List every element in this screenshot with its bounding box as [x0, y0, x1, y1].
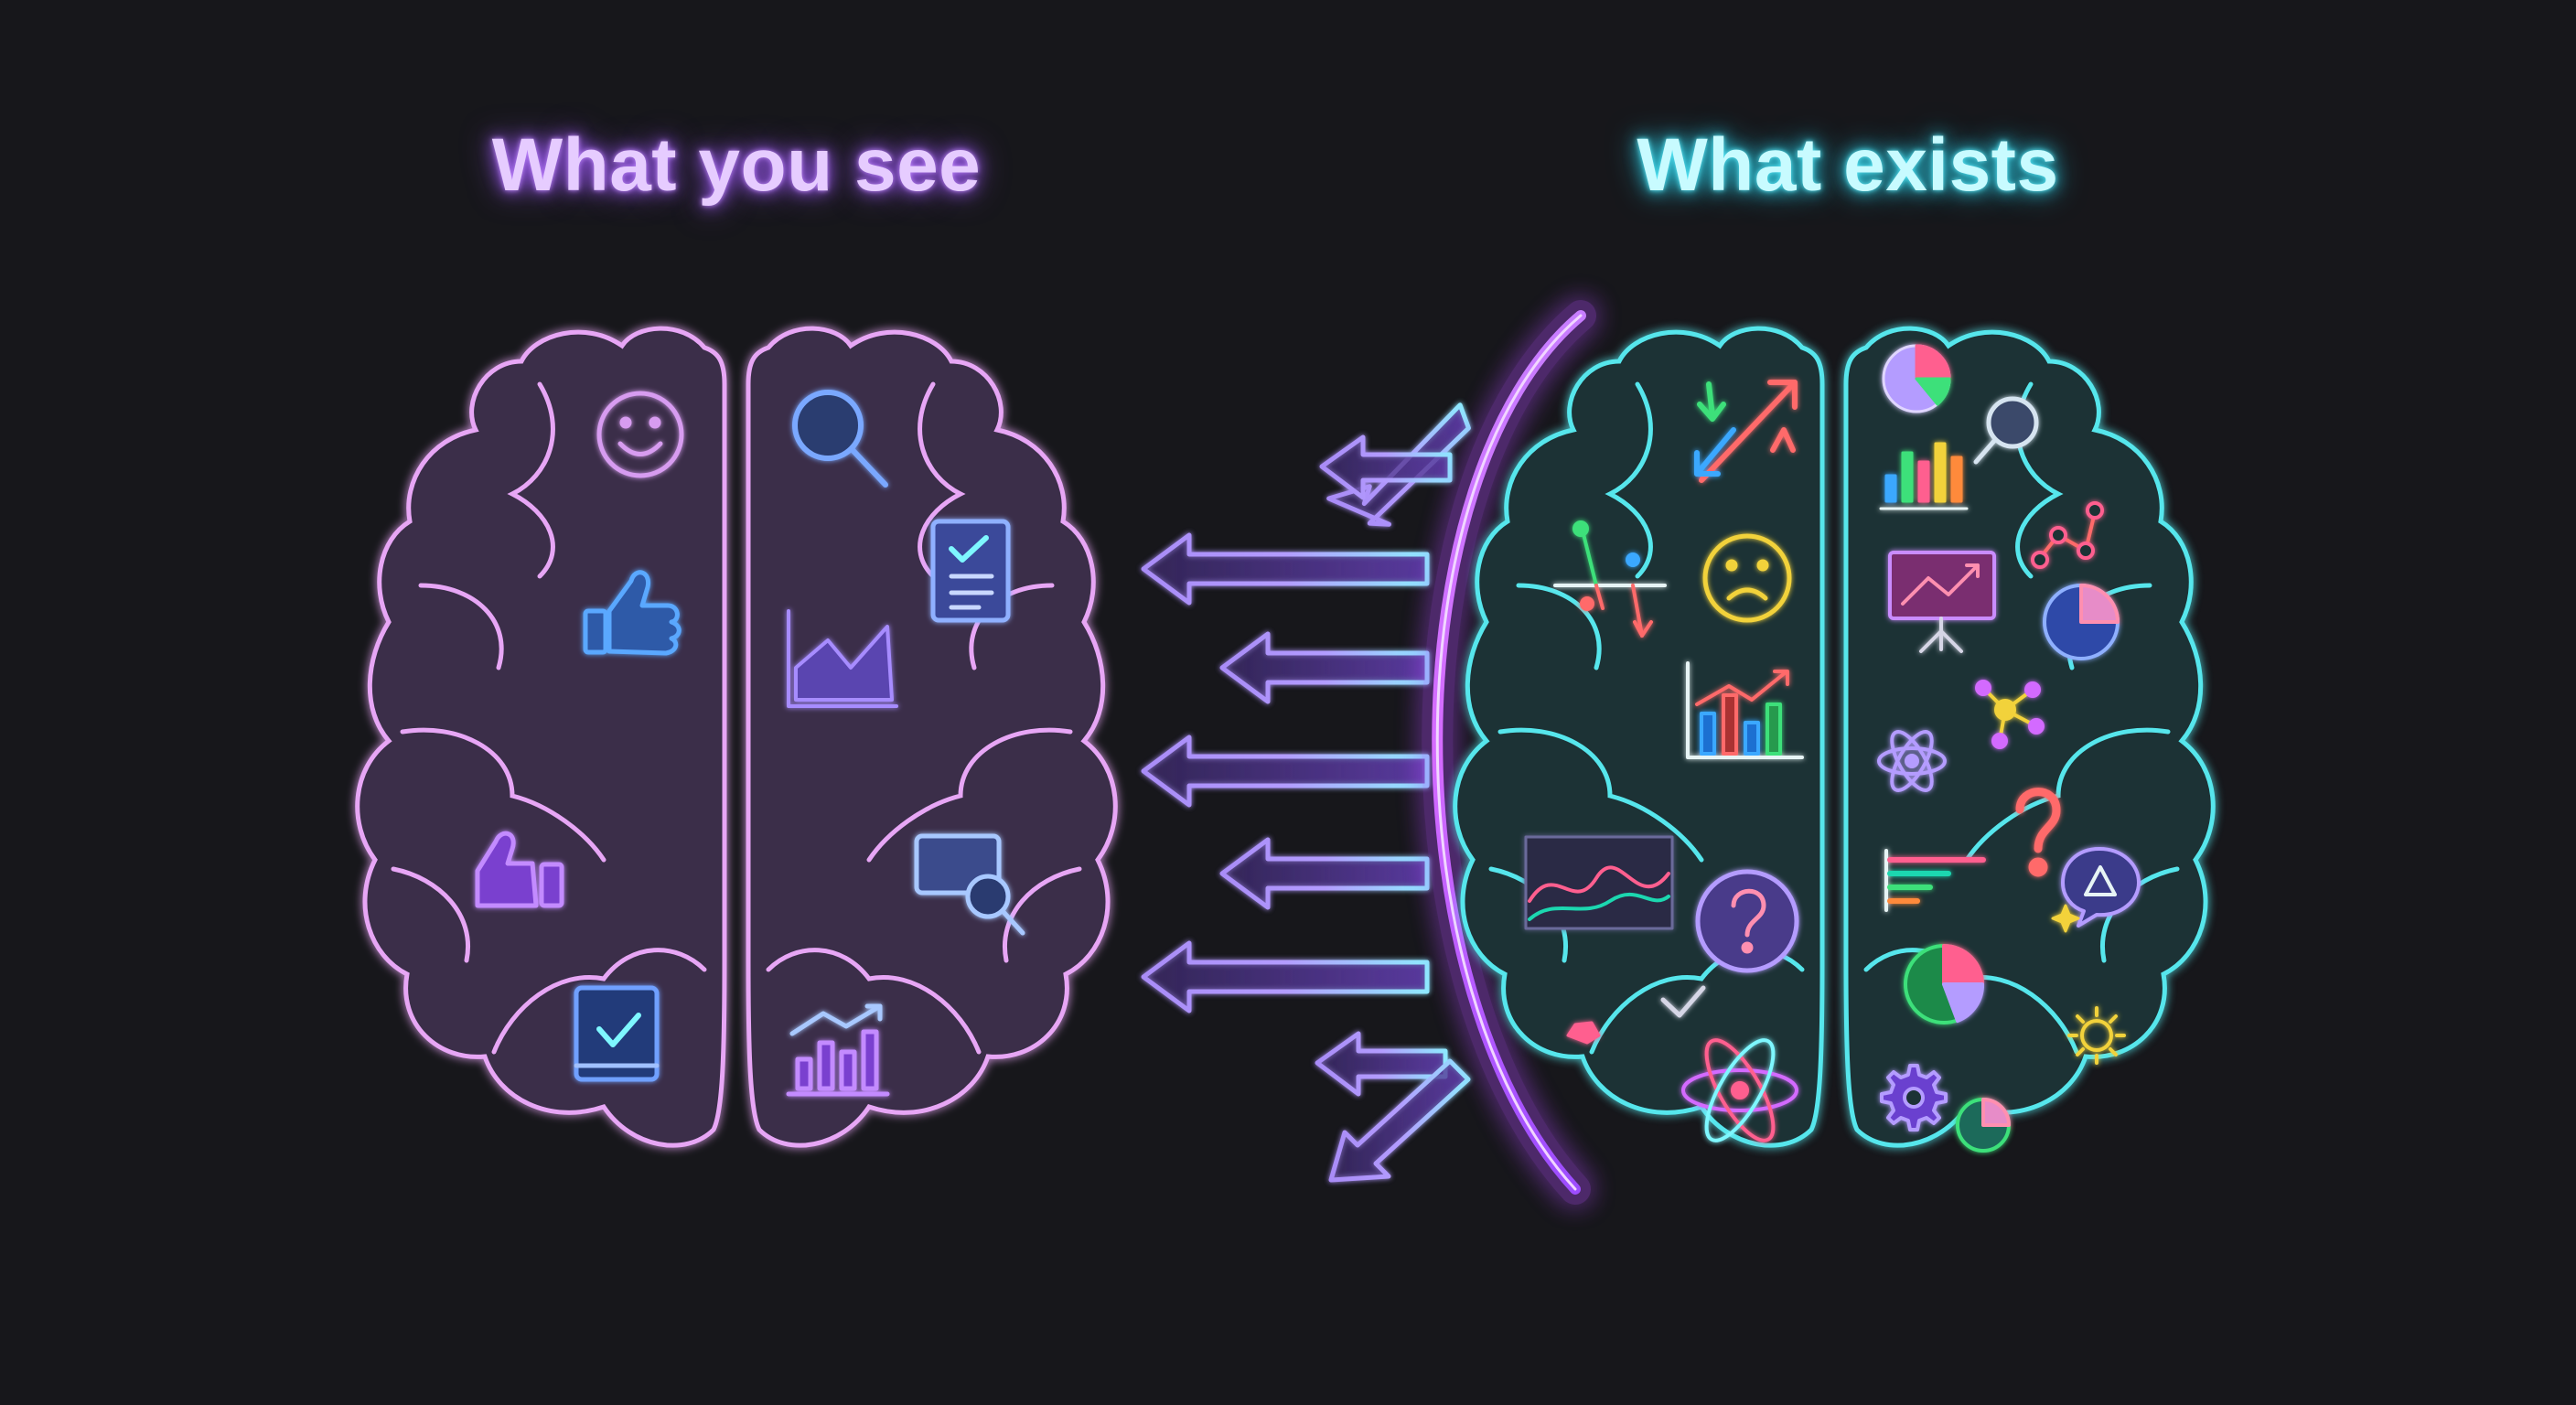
bar-chart-trend-icon	[1686, 661, 1804, 759]
bar-chart-trend-icon	[786, 1003, 890, 1097]
thumbs-up-icon	[475, 831, 564, 908]
pie-chart-icon	[1882, 344, 1951, 413]
arrow-row-3	[1141, 735, 1430, 808]
screen-magnifier-icon	[914, 833, 1025, 936]
magnifier-icon	[792, 390, 888, 488]
checklist-document-icon	[930, 519, 1011, 623]
horizontal-bar-chart-icon	[1884, 849, 1986, 912]
speech-bubble-network-icon	[2061, 847, 2141, 928]
arrow-row-5	[1141, 940, 1430, 1014]
arrow-row-4	[1219, 837, 1430, 910]
sparkle-icon	[2051, 904, 2080, 933]
network-graph-icon	[2031, 501, 2104, 569]
smiley-face-icon	[596, 391, 684, 478]
checklist-book-icon	[574, 985, 660, 1082]
sad-face-icon	[1702, 533, 1792, 623]
arrow-deflect-top	[1319, 402, 1471, 527]
question-mark-icon	[2015, 788, 2061, 877]
check-icon	[1660, 985, 1706, 1018]
arrow-row-1	[1141, 532, 1430, 606]
gear-icon	[1880, 1064, 1948, 1132]
molecule-icon	[1975, 680, 2045, 749]
reflected-arrows	[1141, 402, 1471, 1183]
arrow-deflect-bottom	[1315, 1031, 1471, 1183]
question-mark-icon	[1695, 869, 1799, 973]
left-brain	[358, 328, 1116, 1145]
area-chart-icon	[787, 609, 898, 708]
presentation-board-icon	[1888, 551, 1996, 653]
donut-chart-icon	[1904, 944, 1985, 1024]
right-brain-icons	[1524, 344, 2141, 1153]
magnifier-icon	[1973, 396, 2039, 465]
pie-chart-icon	[1956, 1098, 2011, 1153]
left-brain-icons	[475, 390, 1025, 1097]
thumbs-up-icon	[583, 570, 682, 656]
atom-icon	[1681, 1038, 1798, 1142]
left-title: What you see	[491, 123, 982, 207]
atom-icon	[1877, 730, 1947, 792]
perception-barrier	[1422, 300, 1596, 1205]
scatter-plot-icon	[1553, 520, 1667, 638]
pie-chart-icon	[2043, 584, 2120, 660]
bar-chart-icon	[1879, 442, 1969, 510]
arrow-row-2	[1219, 631, 1430, 704]
rock-icon	[1566, 1021, 1601, 1045]
right-title: What exists	[1637, 123, 2059, 207]
wave-chart-icon	[1524, 835, 1674, 930]
diverging-arrows-icon	[1694, 380, 1798, 483]
sun-icon	[2067, 1006, 2126, 1065]
